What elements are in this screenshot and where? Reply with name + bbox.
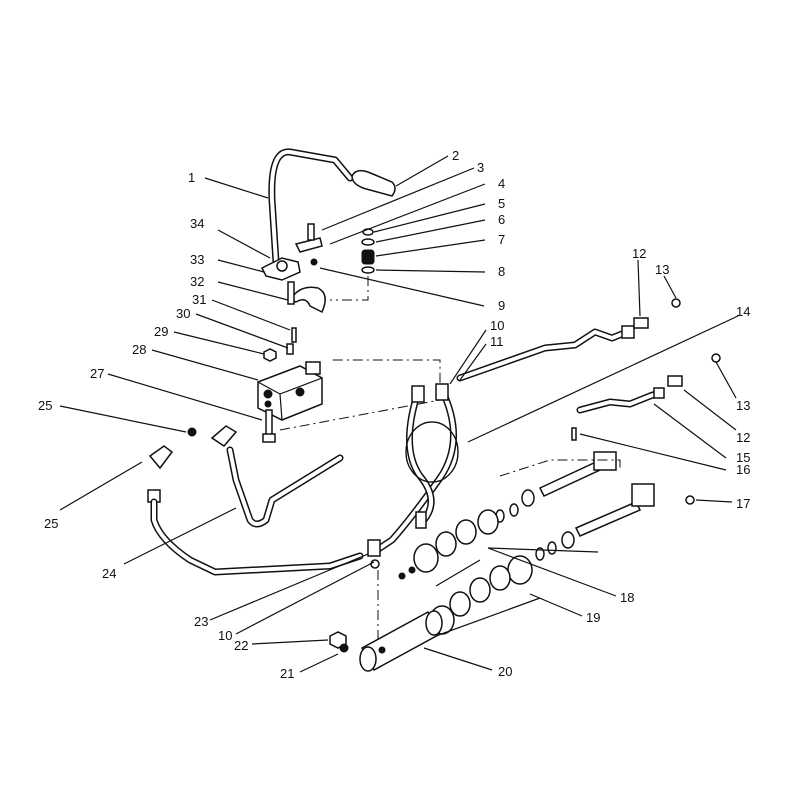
callout-13-lower: 13 <box>736 398 750 413</box>
control-lever <box>268 148 354 266</box>
hydraulic-tube-right-lower <box>576 353 721 414</box>
cylinder-rods <box>538 427 695 537</box>
callout-12-lower: 12 <box>736 430 750 445</box>
callout-2: 2 <box>452 148 459 163</box>
callout-33: 33 <box>190 252 204 267</box>
hydraulic-cylinder <box>359 610 443 672</box>
callout-7: 7 <box>498 232 505 247</box>
callout-14: 14 <box>736 304 750 319</box>
callout-34: 34 <box>190 216 204 231</box>
callout-3: 3 <box>477 160 484 175</box>
callout-25-upper: 25 <box>38 398 52 413</box>
hydraulic-tube-right-upper <box>456 298 681 382</box>
callout-15: 15 <box>736 450 750 465</box>
valve-bolt <box>262 409 276 443</box>
callout-19: 19 <box>586 610 600 625</box>
callout-10-upper: 10 <box>490 318 504 333</box>
lever-pivot-bracket <box>260 223 323 281</box>
elbow-fittings <box>147 425 238 503</box>
flexible-hoses <box>367 383 459 569</box>
callout-16: 16 <box>736 462 750 477</box>
hydraulic-tubes-left <box>150 446 364 576</box>
seal-kit-upper <box>398 489 535 580</box>
callout-27: 27 <box>90 366 104 381</box>
callout-21: 21 <box>280 666 294 681</box>
callout-24: 24 <box>102 566 116 581</box>
callout-9: 9 <box>498 298 505 313</box>
handle-grip <box>351 169 396 197</box>
callout-8: 8 <box>498 264 505 279</box>
callout-25-lower: 25 <box>44 516 58 531</box>
callout-4: 4 <box>498 176 505 191</box>
control-valve <box>257 361 323 421</box>
callout-5: 5 <box>498 196 505 211</box>
callout-12-upper: 12 <box>632 246 646 261</box>
callout-28: 28 <box>132 342 146 357</box>
callout-17: 17 <box>736 496 750 511</box>
spring-stack <box>361 228 375 274</box>
cylinder-fittings <box>329 631 349 653</box>
callout-13-upper: 13 <box>655 262 669 277</box>
leader-lines <box>59 155 739 673</box>
callout-32: 32 <box>190 274 204 289</box>
callout-10-lower: 10 <box>218 628 232 643</box>
callout-29: 29 <box>154 324 168 339</box>
callout-20: 20 <box>498 664 512 679</box>
callout-labels: 1 2 3 4 5 6 7 8 9 10 11 12 13 14 13 12 1… <box>38 148 750 681</box>
callout-31: 31 <box>192 292 206 307</box>
callout-23: 23 <box>194 614 208 629</box>
callout-1: 1 <box>188 170 195 185</box>
callout-11: 11 <box>490 334 504 349</box>
callout-22: 22 <box>234 638 248 653</box>
control-link <box>263 281 326 362</box>
callout-18: 18 <box>620 590 634 605</box>
callout-30: 30 <box>176 306 190 321</box>
callout-6: 6 <box>498 212 505 227</box>
